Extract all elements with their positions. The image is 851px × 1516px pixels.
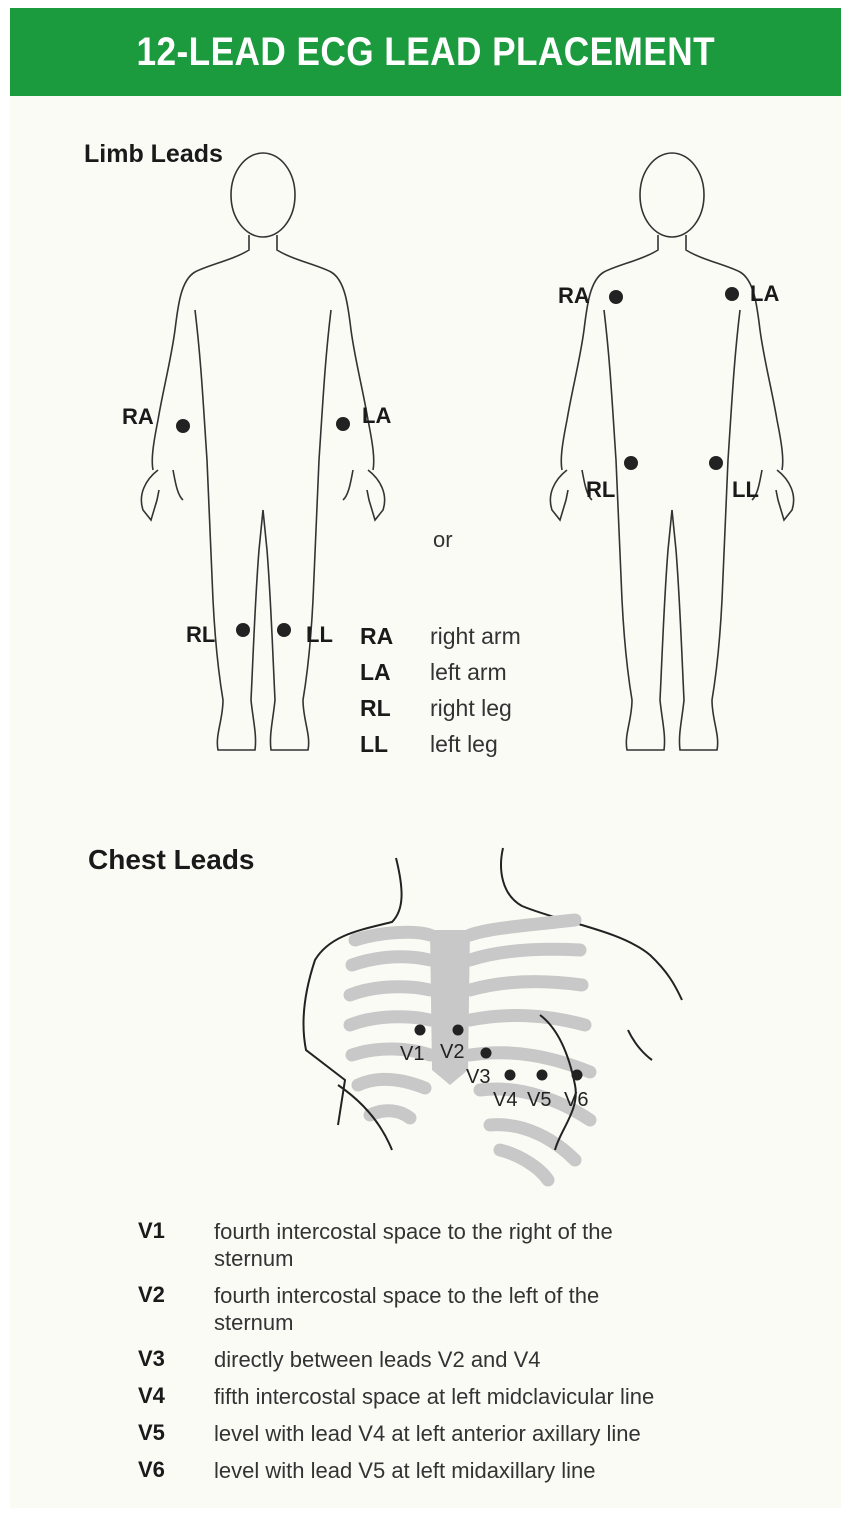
electrode-rl-hip [624, 456, 638, 470]
label-rl-ankle: RL [186, 622, 215, 647]
lead-code: V6 [138, 1457, 214, 1484]
electrode-v3 [481, 1048, 492, 1059]
list-item: V1 fourth intercostal space to the right… [138, 1218, 818, 1272]
legend-desc: left arm [430, 659, 507, 686]
list-item: V3 directly between leads V2 and V4 [138, 1346, 818, 1373]
legend-desc: right leg [430, 695, 512, 722]
legend-row: RL right leg [360, 690, 620, 726]
body-figure-wrist-ankle [141, 153, 384, 750]
label-la-shoulder: LA [750, 281, 779, 306]
lead-desc: level with lead V5 at left midaxillary l… [214, 1457, 818, 1484]
electrode-v2 [453, 1025, 464, 1036]
list-item: V6 level with lead V5 at left midaxillar… [138, 1457, 818, 1484]
lead-desc: fourth intercostal space to the right of… [214, 1218, 664, 1272]
label-la-wrist: LA [362, 403, 391, 428]
electrode-la-wrist [336, 417, 350, 431]
legend-code: RL [360, 695, 430, 722]
label-ll-ankle: LL [306, 622, 333, 647]
limb-legend: RA right arm LA left arm RL right leg LL… [360, 618, 620, 762]
electrode-v4 [505, 1070, 516, 1081]
electrode-ra-wrist [176, 419, 190, 433]
or-separator: or [433, 527, 453, 553]
electrode-v6 [572, 1070, 583, 1081]
label-v1: V1 [400, 1043, 424, 1065]
lead-code: V4 [138, 1383, 214, 1410]
label-v5: V5 [527, 1089, 551, 1111]
electrode-ll-ankle [277, 623, 291, 637]
lead-desc: level with lead V4 at left anterior axil… [214, 1420, 818, 1447]
lead-code: V1 [138, 1218, 214, 1272]
electrode-ra-shoulder [609, 290, 623, 304]
label-v3: V3 [466, 1066, 490, 1088]
lead-code: V3 [138, 1346, 214, 1373]
label-ra-shoulder: RA [558, 283, 590, 308]
electrode-rl-ankle [236, 623, 250, 637]
chest-leads-title: Chest Leads [88, 844, 255, 876]
electrode-v5 [537, 1070, 548, 1081]
lead-desc: directly between leads V2 and V4 [214, 1346, 818, 1373]
legend-row: LL left leg [360, 726, 620, 762]
legend-desc: left leg [430, 731, 498, 758]
label-rl-hip: RL [586, 477, 615, 502]
list-item: V4 fifth intercostal space at left midcl… [138, 1383, 818, 1410]
legend-row: LA left arm [360, 654, 620, 690]
legend-code: LA [360, 659, 430, 686]
label-v6: V6 [564, 1089, 588, 1111]
electrode-v1 [415, 1025, 426, 1036]
lead-desc: fifth intercostal space at left midclavi… [214, 1383, 818, 1410]
electrode-ll-hip [709, 456, 723, 470]
legend-row: RA right arm [360, 618, 620, 654]
electrode-la-shoulder [725, 287, 739, 301]
legend-code: RA [360, 623, 430, 650]
lead-code: V5 [138, 1420, 214, 1447]
label-v4: V4 [493, 1089, 517, 1111]
legend-desc: right arm [430, 623, 521, 650]
lead-code: V2 [138, 1282, 214, 1336]
label-ll-hip: LL [732, 477, 759, 502]
label-ra-wrist: RA [122, 404, 154, 429]
chest-leads-list: V1 fourth intercostal space to the right… [138, 1218, 818, 1494]
legend-code: LL [360, 731, 430, 758]
label-v2: V2 [440, 1041, 464, 1063]
list-item: V5 level with lead V4 at left anterior a… [138, 1420, 818, 1447]
lead-desc: fourth intercostal space to the left of … [214, 1282, 644, 1336]
list-item: V2 fourth intercostal space to the left … [138, 1282, 818, 1336]
chest-diagram: V1 V2 V3 V4 V5 V6 [303, 848, 682, 1180]
